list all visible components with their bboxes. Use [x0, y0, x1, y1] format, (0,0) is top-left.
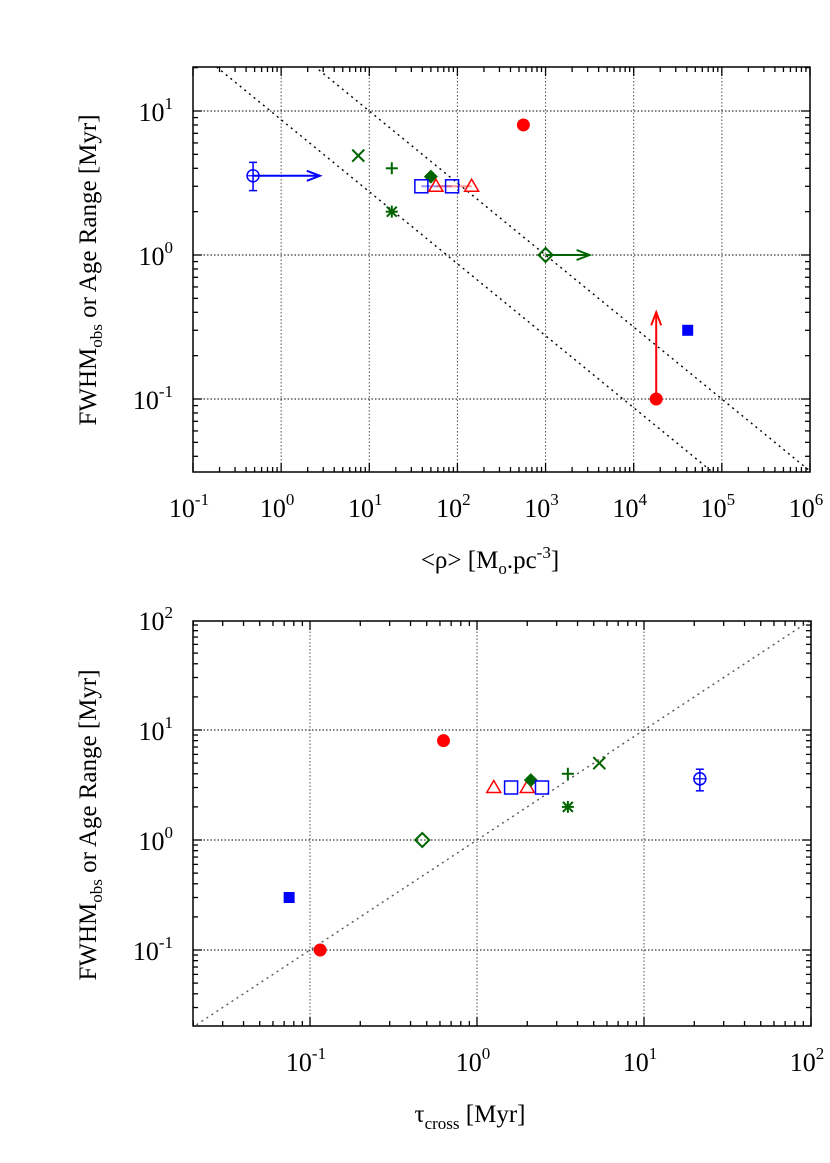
x-tick-label: 103 — [524, 490, 559, 523]
bottom-y-tick-labels: 102 101 100 10-1 — [133, 603, 173, 966]
x-tick-label: 105 — [701, 490, 736, 523]
filled-circle-marker — [516, 118, 530, 132]
top-x-tick-labels: 10-1 100 101 102 103 104 105 106 — [169, 490, 823, 523]
x-tick-label: 101 — [348, 490, 383, 523]
top-reference-lines — [215, 67, 810, 472]
x-tick-label: 101 — [623, 1044, 658, 1077]
open-triangle-marker — [463, 177, 480, 193]
bottom-y-axis-title: FWHMobs or Age Range [Myr] — [75, 669, 106, 980]
open-circle-marker — [693, 768, 707, 792]
x-tick-label: 102 — [436, 490, 471, 523]
x-tick-label: 106 — [789, 490, 824, 523]
open-triangle-marker — [485, 779, 503, 794]
reference-line — [314, 67, 810, 472]
x-tick-label: 10-1 — [286, 1044, 326, 1077]
y-tick-label: 101 — [139, 94, 174, 127]
open-square-marker — [414, 179, 429, 194]
top-grid — [193, 67, 810, 472]
x-tick-label: 100 — [456, 1044, 491, 1077]
filled-circle-marker — [313, 943, 327, 957]
filled-square-marker — [283, 892, 295, 904]
x-tick-label: 100 — [260, 490, 295, 523]
top-y-axis-title: FWHMobs or Age Range [Myr] — [75, 114, 106, 425]
y-tick-label: 100 — [139, 238, 174, 271]
open-circle-marker — [246, 161, 323, 192]
open-square-marker — [534, 780, 550, 795]
plus-marker — [561, 767, 574, 780]
x-marker — [592, 756, 607, 770]
filled-circle-marker — [436, 734, 450, 748]
x-tick-label: 10-1 — [169, 490, 209, 523]
top-axis-ticks — [192, 67, 811, 472]
bottom-x-axis-title: τcross [Myr] — [415, 1101, 526, 1133]
y-tick-label: 102 — [139, 603, 174, 636]
open-square-marker — [503, 780, 519, 795]
bottom-axis-ticks — [192, 621, 812, 1026]
asterisk-marker — [561, 800, 574, 813]
x-marker — [351, 148, 365, 163]
x-tick-label: 102 — [790, 1044, 825, 1077]
y-tick-label: 10-1 — [133, 933, 173, 966]
filled-square-marker — [682, 324, 694, 336]
bottom-grid — [193, 621, 811, 1026]
filled-diamond-marker — [423, 169, 438, 184]
bottom-data-points — [283, 734, 707, 957]
plus-marker — [385, 162, 398, 175]
top-data-points — [246, 118, 694, 406]
reference-line — [215, 67, 714, 472]
y-tick-label: 10-1 — [133, 382, 173, 415]
y-tick-label: 101 — [139, 713, 174, 746]
y-tick-label: 100 — [139, 823, 174, 856]
open-triangle-marker — [427, 177, 445, 193]
open-diamond-marker — [537, 246, 593, 264]
x-tick-label: 104 — [612, 490, 647, 523]
filled-diamond-marker — [523, 773, 538, 788]
bottom-plot-frame — [192, 620, 812, 1027]
filled-circle-marker — [649, 309, 663, 406]
top-plot-frame — [192, 66, 811, 473]
asterisk-marker — [385, 205, 398, 218]
top-panel: 10-1 100 101 102 103 104 105 106 101 100 10-1 <ρ>… — [75, 66, 823, 578]
top-y-tick-labels: 101 100 10-1 — [133, 94, 173, 415]
open-square-marker — [444, 179, 460, 194]
bottom-x-tick-labels: 10-1 100 101 102 — [286, 1044, 824, 1077]
open-diamond-marker — [413, 831, 431, 849]
top-x-axis-title: <ρ> [Mo.pc-3] — [421, 543, 559, 578]
